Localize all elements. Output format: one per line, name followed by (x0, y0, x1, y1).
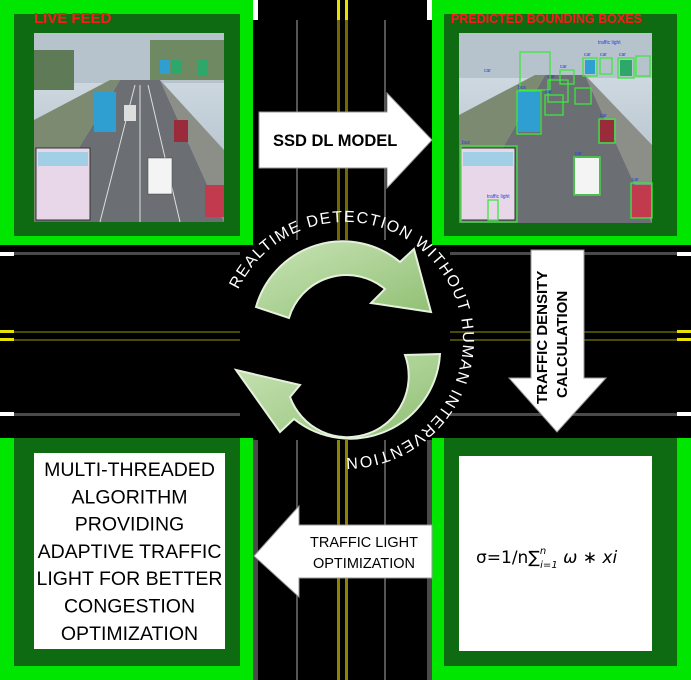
svg-text:car: car (484, 68, 491, 74)
svg-text:traffic light: traffic light (487, 194, 510, 200)
svg-text:car: car (548, 74, 555, 80)
traffic-density-arrow (507, 249, 608, 433)
algorithm-line: OPTIMIZATION (61, 623, 198, 645)
svg-text:car: car (545, 89, 552, 95)
svg-text:CALCULATION: CALCULATION (554, 291, 571, 398)
algorithm-line: ALGORITHM (72, 486, 188, 508)
svg-text:bus: bus (518, 85, 527, 91)
algorithm-line: MULTI-THREADED (44, 459, 215, 481)
ssd-model-label: SSD DL MODEL (273, 132, 397, 150)
formula-panel (432, 438, 691, 680)
cycle-arrow-lower (233, 352, 442, 440)
svg-text:car: car (632, 177, 639, 183)
optimization-label-line1: TRAFFIC LIGHT (310, 535, 418, 551)
live-feed-label: LIVE FEED (34, 10, 112, 27)
algorithm-line: ADAPTIVE TRAFFIC (38, 541, 222, 563)
svg-text:car: car (619, 52, 626, 58)
detection-labels: bus bus car car car car car car car car … (462, 40, 639, 200)
algorithm-line: CONGESTION (64, 596, 195, 618)
algorithm-line: PROVIDING (75, 514, 184, 536)
svg-text:car: car (600, 52, 607, 58)
live-feed-image (34, 33, 224, 223)
svg-text:bus: bus (462, 140, 471, 146)
algorithm-line: LIGHT FOR BETTER (37, 568, 223, 590)
traffic-density-label: TRAFFIC DENSITY CALCULATION (534, 271, 571, 404)
svg-text:traffic light: traffic light (598, 40, 621, 46)
algorithm-text: MULTI-THREADED ALGORITHM PROVIDING ADAPTIVE… (37, 459, 223, 645)
algorithm-panel (0, 438, 253, 680)
bounding-boxes (460, 51, 653, 223)
cycle-arrows (233, 240, 442, 440)
traffic-light-optimization-arrow (253, 504, 433, 599)
cycle-arrow-upper (254, 240, 433, 320)
live-feed-panel (0, 0, 253, 245)
predicted-label: PREDICTED BOUNDING BOXES (451, 12, 642, 26)
svg-text:car: car (584, 52, 591, 58)
predicted-image (459, 33, 652, 223)
svg-text:car: car (560, 64, 567, 70)
svg-text:TRAFFIC DENSITY: TRAFFIC DENSITY (534, 271, 551, 404)
ssd-model-arrow (258, 91, 433, 190)
optimization-label-line2: OPTIMIZATION (313, 556, 415, 572)
svg-text:car: car (600, 113, 607, 119)
svg-text:car: car (575, 151, 582, 157)
predicted-boxes-panel: bus bus car car car car car car car car … (432, 0, 691, 245)
